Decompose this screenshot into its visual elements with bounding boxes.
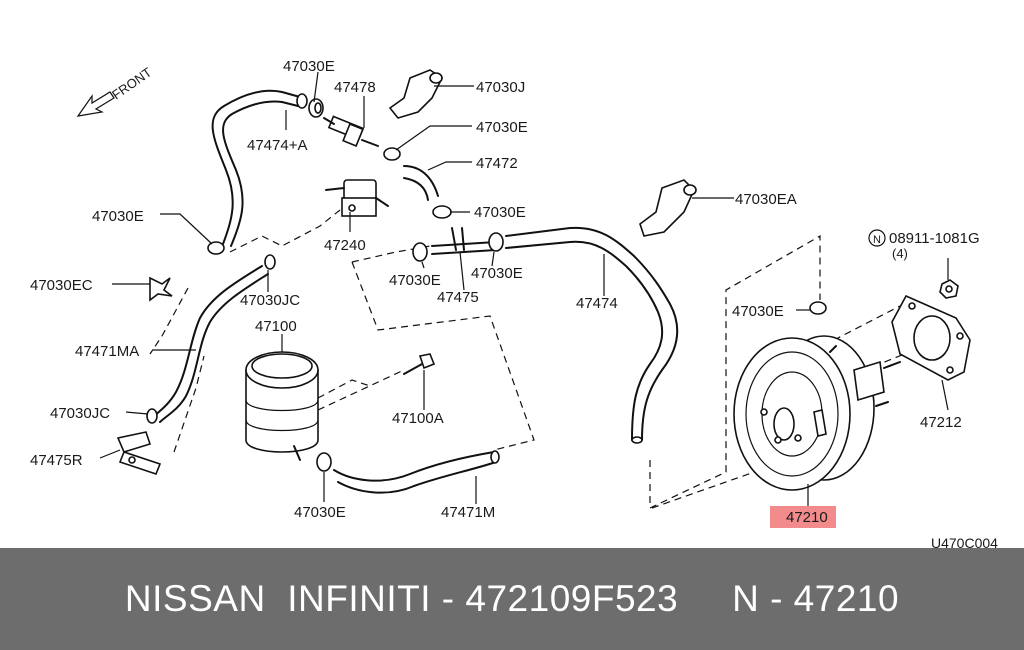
callout-47472: 47472 bbox=[476, 155, 518, 172]
callout-08911-qty: (4) bbox=[892, 246, 908, 261]
exploded-parts-diagram: FRONT bbox=[30, 58, 998, 548]
bracket-47030j bbox=[388, 69, 444, 119]
callout-47210: 47210 bbox=[786, 509, 828, 526]
callout-47030e-tee-left: 47030E bbox=[389, 272, 441, 289]
callout-47030e-top: 47030E bbox=[283, 58, 335, 75]
callout-08911-prefix: N bbox=[873, 234, 881, 246]
callout-47030ec: 47030EC bbox=[30, 277, 93, 294]
callout-47030e-tee-right: 47030E bbox=[471, 265, 523, 282]
callout-47030e-left: 47030E bbox=[92, 208, 144, 225]
clamp-47030e-mid bbox=[383, 147, 401, 161]
hose-end-connector bbox=[296, 93, 308, 109]
bolt-47100a bbox=[403, 353, 436, 375]
tee-connector-47475 bbox=[431, 227, 497, 255]
callout-47030ea: 47030EA bbox=[735, 191, 797, 208]
hose-47471ma bbox=[151, 265, 269, 423]
front-direction-label: FRONT bbox=[109, 64, 154, 102]
hose-47471m bbox=[333, 450, 500, 494]
check-valve-47478 bbox=[323, 115, 379, 148]
gasket-47212 bbox=[891, 294, 971, 381]
clamp-47030jc-top bbox=[264, 254, 276, 270]
callout-47471m: 47471M bbox=[441, 504, 495, 521]
clamp-47030e-right bbox=[432, 205, 452, 219]
bracket-47030ea bbox=[639, 179, 697, 237]
solenoid-valve-47240 bbox=[325, 179, 389, 217]
hose-47474a bbox=[211, 89, 301, 247]
part-number-banner-text: NISSAN INFINITI - 472109F523 N - 47210 bbox=[124, 578, 900, 619]
callout-47475r: 47475R bbox=[30, 452, 83, 469]
brake-booster-47210 bbox=[733, 335, 901, 491]
callout-47478: 47478 bbox=[334, 79, 376, 96]
check-valve-47030e-booster bbox=[809, 301, 827, 315]
fitting-47475r bbox=[116, 431, 162, 475]
callout-47030j: 47030J bbox=[476, 79, 525, 96]
dashed-guide-lines bbox=[149, 209, 935, 509]
callout-47240: 47240 bbox=[324, 237, 366, 254]
clamp-47030e-tee-right bbox=[488, 232, 504, 252]
part-number-banner: NISSAN INFINITI - 472109F523 N - 47210 bbox=[0, 548, 1024, 650]
clamp-47030e-tee-left bbox=[412, 242, 428, 262]
callout-labels: 47030E 47478 47030J 47474+A 47030E 47472… bbox=[30, 58, 998, 548]
callout-47030e-bottom: 47030E bbox=[294, 504, 346, 521]
callout-47030e-right: 47030E bbox=[474, 204, 526, 221]
leader-lines bbox=[99, 71, 949, 510]
callout-47100a: 47100A bbox=[392, 410, 444, 427]
callout-47471ma: 47471MA bbox=[75, 343, 139, 360]
callout-47030jc-low: 47030JC bbox=[50, 405, 110, 422]
callout-47030e-mid: 47030E bbox=[476, 119, 528, 136]
hose-47472 bbox=[403, 165, 439, 201]
vacuum-tank-47100 bbox=[245, 351, 319, 461]
nut-08911 bbox=[939, 279, 959, 299]
diagram-code: U470C004 bbox=[931, 535, 998, 548]
callout-47030e-booster: 47030E bbox=[732, 303, 784, 320]
clamp-47030jc-low bbox=[146, 408, 158, 424]
clamp-47030ec bbox=[149, 276, 173, 302]
vacuum-pipe-47474 bbox=[505, 226, 679, 444]
clamp-47030e-bottom bbox=[316, 452, 332, 472]
front-direction-arrow: FRONT bbox=[76, 64, 154, 117]
clamp-47030e-top bbox=[308, 98, 324, 118]
callout-47030jc-top: 47030JC bbox=[240, 292, 300, 309]
callout-08911: 08911-1081G bbox=[889, 230, 980, 247]
n-circle-icon bbox=[868, 229, 886, 247]
callout-47475: 47475 bbox=[437, 289, 479, 306]
callout-47474: 47474 bbox=[576, 295, 618, 312]
callout-47100: 47100 bbox=[255, 318, 297, 335]
clamp-47030e-left bbox=[207, 241, 225, 255]
callout-47212: 47212 bbox=[920, 414, 962, 431]
highlight-box-47210 bbox=[770, 506, 836, 528]
callout-47474a: 47474+A bbox=[247, 137, 307, 154]
